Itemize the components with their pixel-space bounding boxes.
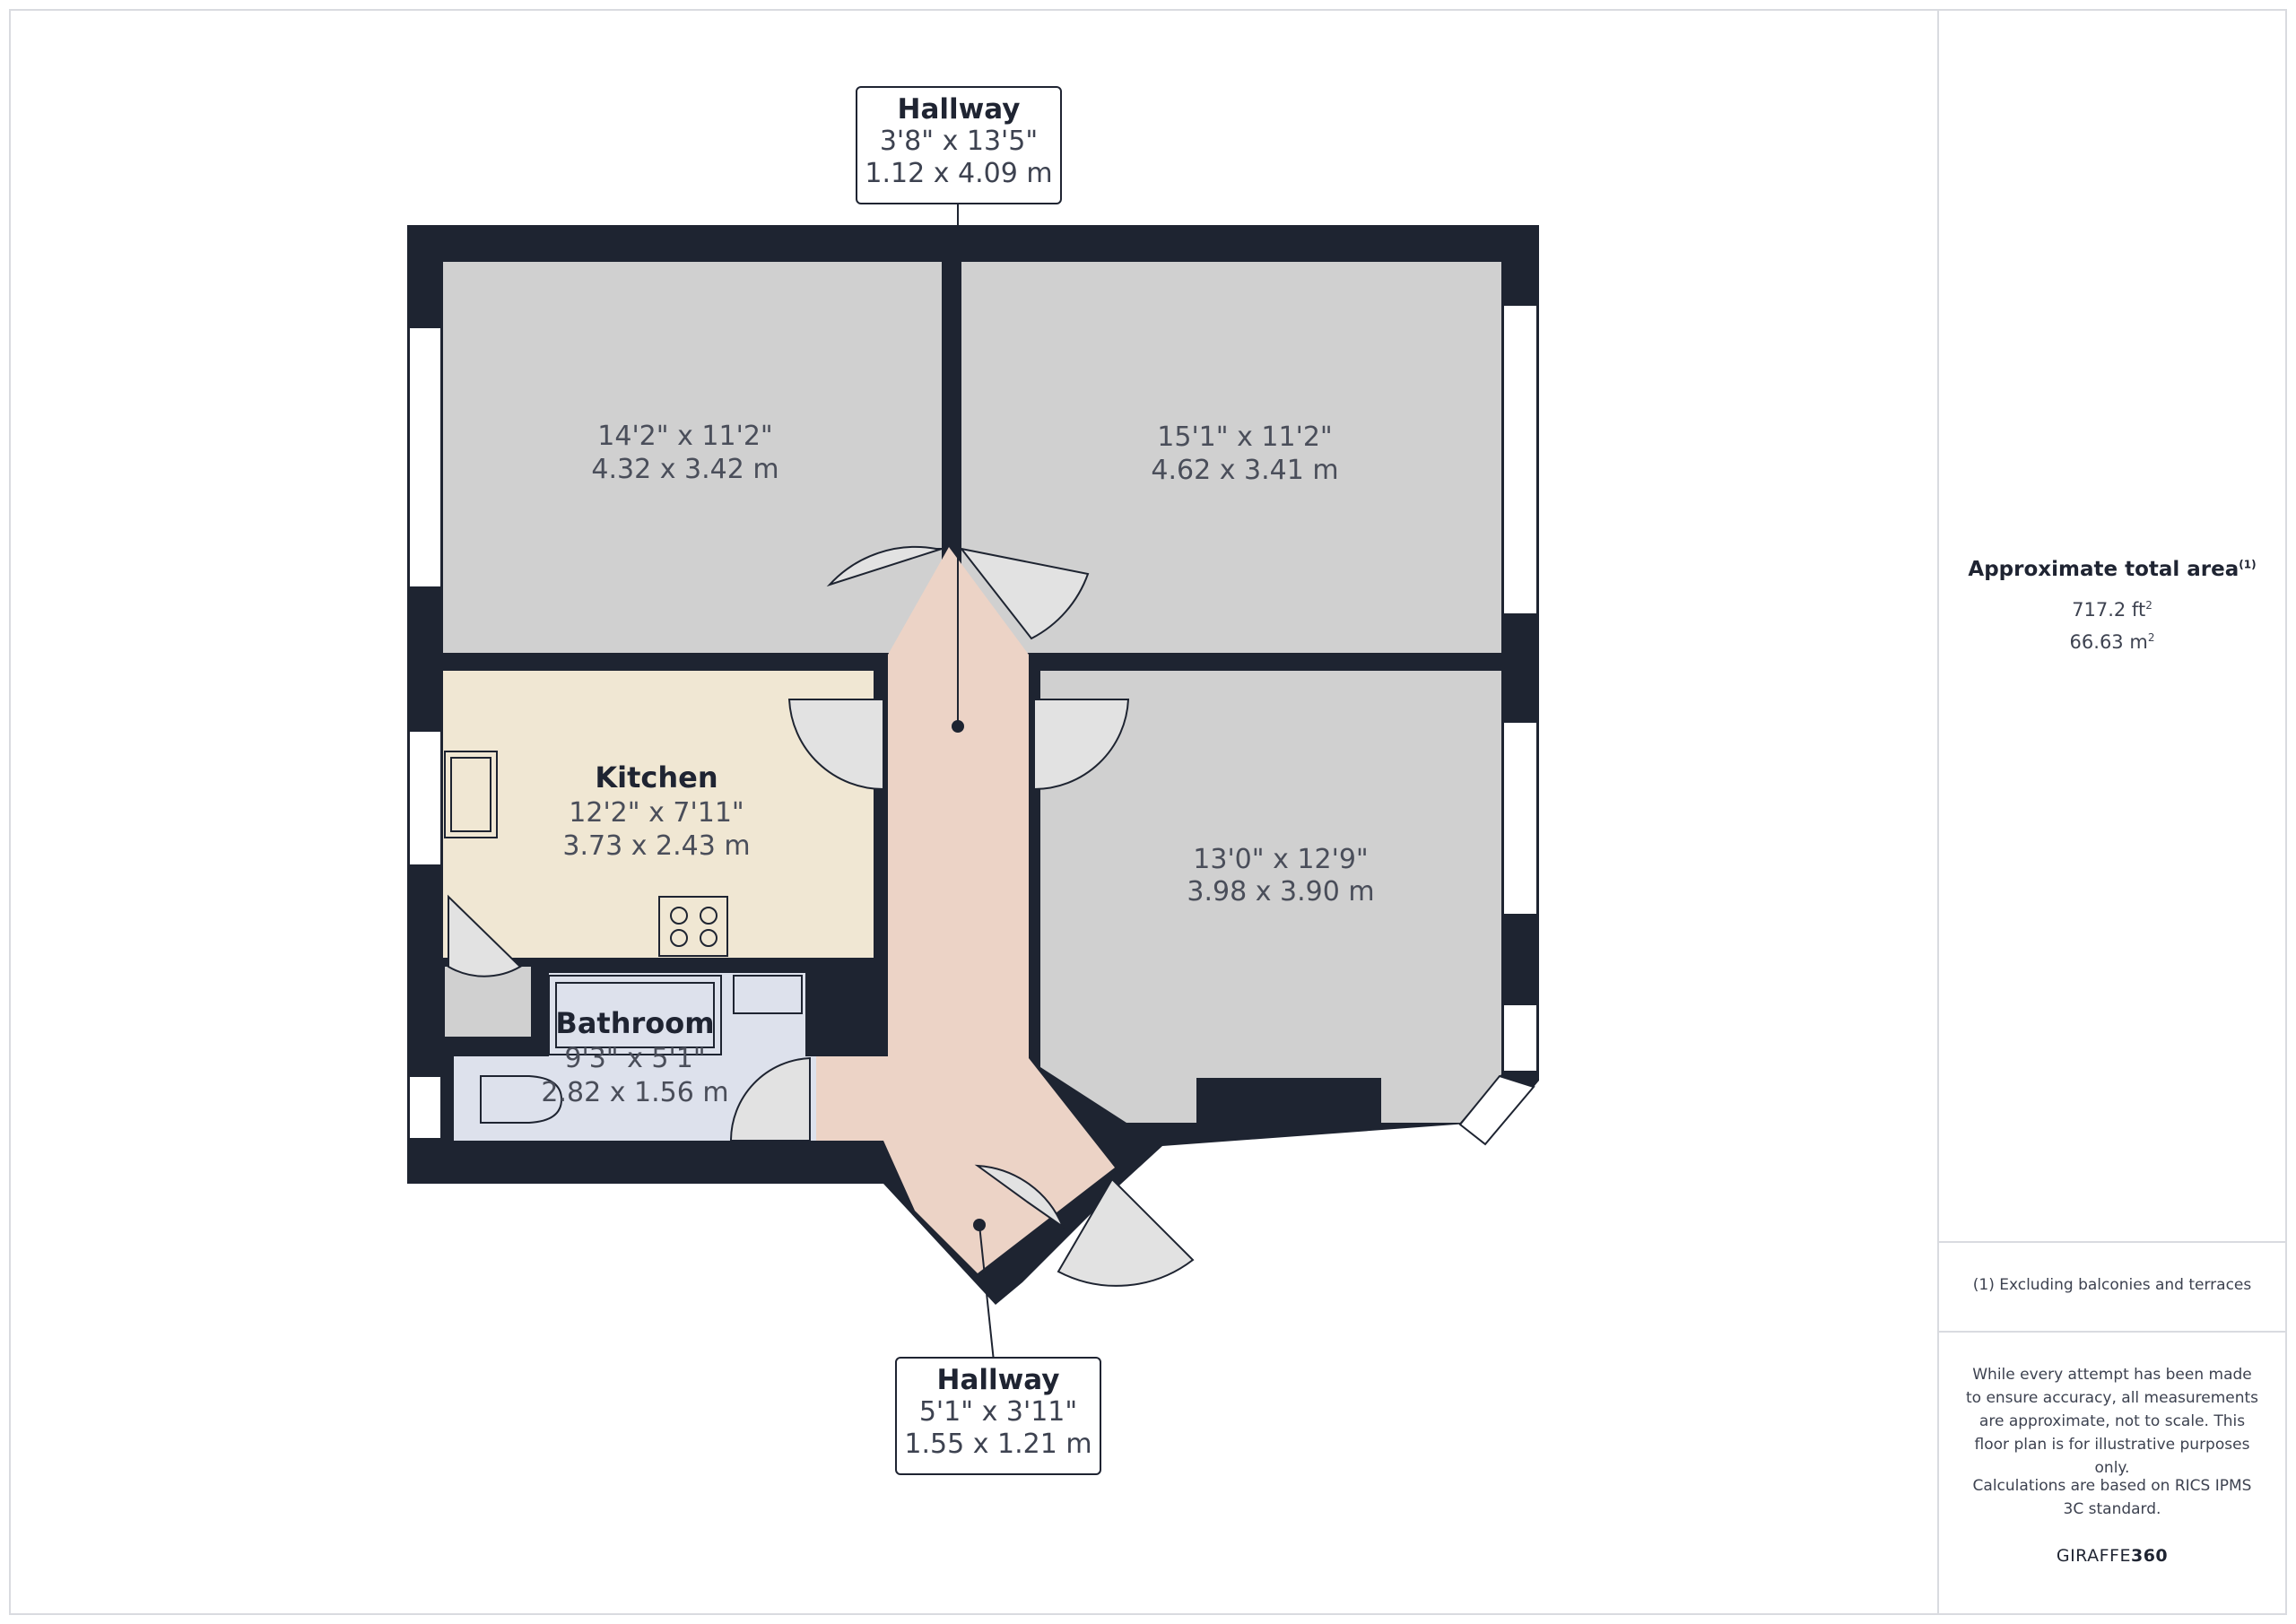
door-kitchen — [787, 699, 884, 791]
area-m-value: 66.63 m — [2069, 631, 2148, 653]
hallway-bottom-leader — [978, 1224, 995, 1362]
store-cupboard — [445, 967, 531, 1037]
area-note-marker: (1) — [2239, 558, 2257, 571]
hallway-top-marker — [952, 720, 964, 733]
area-ft-unit-exp: 2 — [2145, 599, 2152, 612]
bathroom-dims-metric: 2.82 x 1.56 m — [541, 1077, 728, 1108]
window-bedroom-right — [1502, 304, 1538, 615]
hallway-top-name: Hallway — [897, 93, 1021, 126]
door-cupboard — [448, 894, 522, 977]
hob-rings — [670, 907, 718, 947]
bathroom-wall-block — [805, 973, 888, 1056]
hallway-top-dims-metric: 1.12 x 4.09 m — [865, 158, 1053, 189]
kitchen-dims-metric: 3.73 x 2.43 m — [562, 830, 750, 862]
door-bedroom-left — [826, 545, 943, 587]
bedroom-left-dims-metric: 4.32 x 3.42 m — [591, 454, 778, 485]
hallway-top-callout: Hallway 3'8" x 13'5" 1.12 x 4.09 m — [856, 86, 1062, 204]
hallway-bottom-marker — [973, 1219, 986, 1231]
bedroom-right-dims-metric: 4.62 x 3.41 m — [1151, 455, 1338, 486]
door-entrance-outer — [1057, 1177, 1195, 1287]
hob — [658, 896, 728, 957]
sidebar-rule-1 — [1937, 1241, 2287, 1243]
door-entrance-inner — [974, 1164, 1065, 1229]
window-reception-2 — [1502, 1003, 1538, 1073]
sink-bowl — [450, 757, 491, 832]
calc-note: Calculations are based on RICS IPMS 3C s… — [1972, 1477, 2252, 1518]
door-bathroom — [729, 1056, 811, 1142]
page-frame — [9, 9, 2287, 1615]
hallway-bottom-callout: Hallway 5'1" x 3'11" 1.55 x 1.21 m — [895, 1357, 1101, 1475]
bath-inner — [555, 982, 715, 1048]
area-ft-value: 717.2 ft — [2072, 599, 2146, 621]
area-title-text: Approximate total area — [1968, 558, 2239, 581]
sidebar-rule-2 — [1937, 1331, 2287, 1333]
window-bathroom — [408, 1075, 442, 1140]
bath — [548, 975, 722, 1055]
area-title: Approximate total area(1) — [1946, 558, 2278, 581]
bedroom-left-dims-imperial: 14'2" x 11'2" — [597, 421, 772, 452]
window-kitchen — [408, 730, 442, 866]
reception-floor — [1040, 671, 1501, 1123]
bay-window — [1458, 1074, 1535, 1146]
brand-bold: 360 — [2130, 1546, 2169, 1566]
toilet — [480, 1075, 563, 1124]
bedroom-left-floor — [443, 262, 942, 653]
windows — [408, 304, 1538, 1140]
area-ft: 717.2 ft2 — [1946, 599, 2278, 621]
window-reception-1 — [1502, 721, 1538, 916]
brand-light: GIRAFFE — [2056, 1546, 2131, 1566]
footnote: (1) Excluding balconies and terraces — [1972, 1276, 2252, 1294]
kitchen-name: Kitchen — [595, 760, 718, 795]
sink-unit — [444, 751, 498, 838]
hallway-floor — [816, 547, 1115, 1273]
door-reception — [1033, 699, 1130, 791]
basin — [733, 975, 803, 1014]
hallway-bottom-name: Hallway — [936, 1364, 1060, 1396]
disclaimer: While every attempt has been made to ens… — [1965, 1366, 2259, 1477]
window-bedroom-left — [408, 326, 442, 588]
reception-dims-imperial: 13'0" x 12'9" — [1193, 844, 1368, 875]
hallway-top-dims-imperial: 3'8" x 13'5" — [879, 126, 1039, 157]
area-m: 66.63 m2 — [1946, 631, 2278, 653]
area-m-unit-exp: 2 — [2147, 631, 2155, 644]
reception-dims-metric: 3.98 x 3.90 m — [1187, 876, 1374, 908]
hallway-bottom-dims-metric: 1.55 x 1.21 m — [904, 1429, 1092, 1460]
bedroom-right-dims-imperial: 15'1" x 11'2" — [1157, 421, 1332, 453]
doors — [448, 545, 1195, 1287]
floor-plan: 14'2" x 11'2" 4.32 x 3.42 m 15'1" x 11'2… — [407, 204, 1539, 1362]
kitchen-dims-imperial: 12'2" x 7'11" — [569, 797, 744, 829]
bathroom-floor — [454, 973, 816, 1141]
brand-logo: GIRAFFE360 — [1946, 1546, 2278, 1566]
chimney-breast — [1196, 1078, 1381, 1123]
bathroom-dims-imperial: 9'3" x 5'1" — [564, 1043, 705, 1074]
door-bedroom-right — [959, 547, 1090, 640]
sidebar-divider — [1937, 9, 1939, 1615]
bathroom-name: Bathroom — [555, 1006, 714, 1040]
hallway-bottom-dims-imperial: 5'1" x 3'11" — [918, 1396, 1078, 1428]
